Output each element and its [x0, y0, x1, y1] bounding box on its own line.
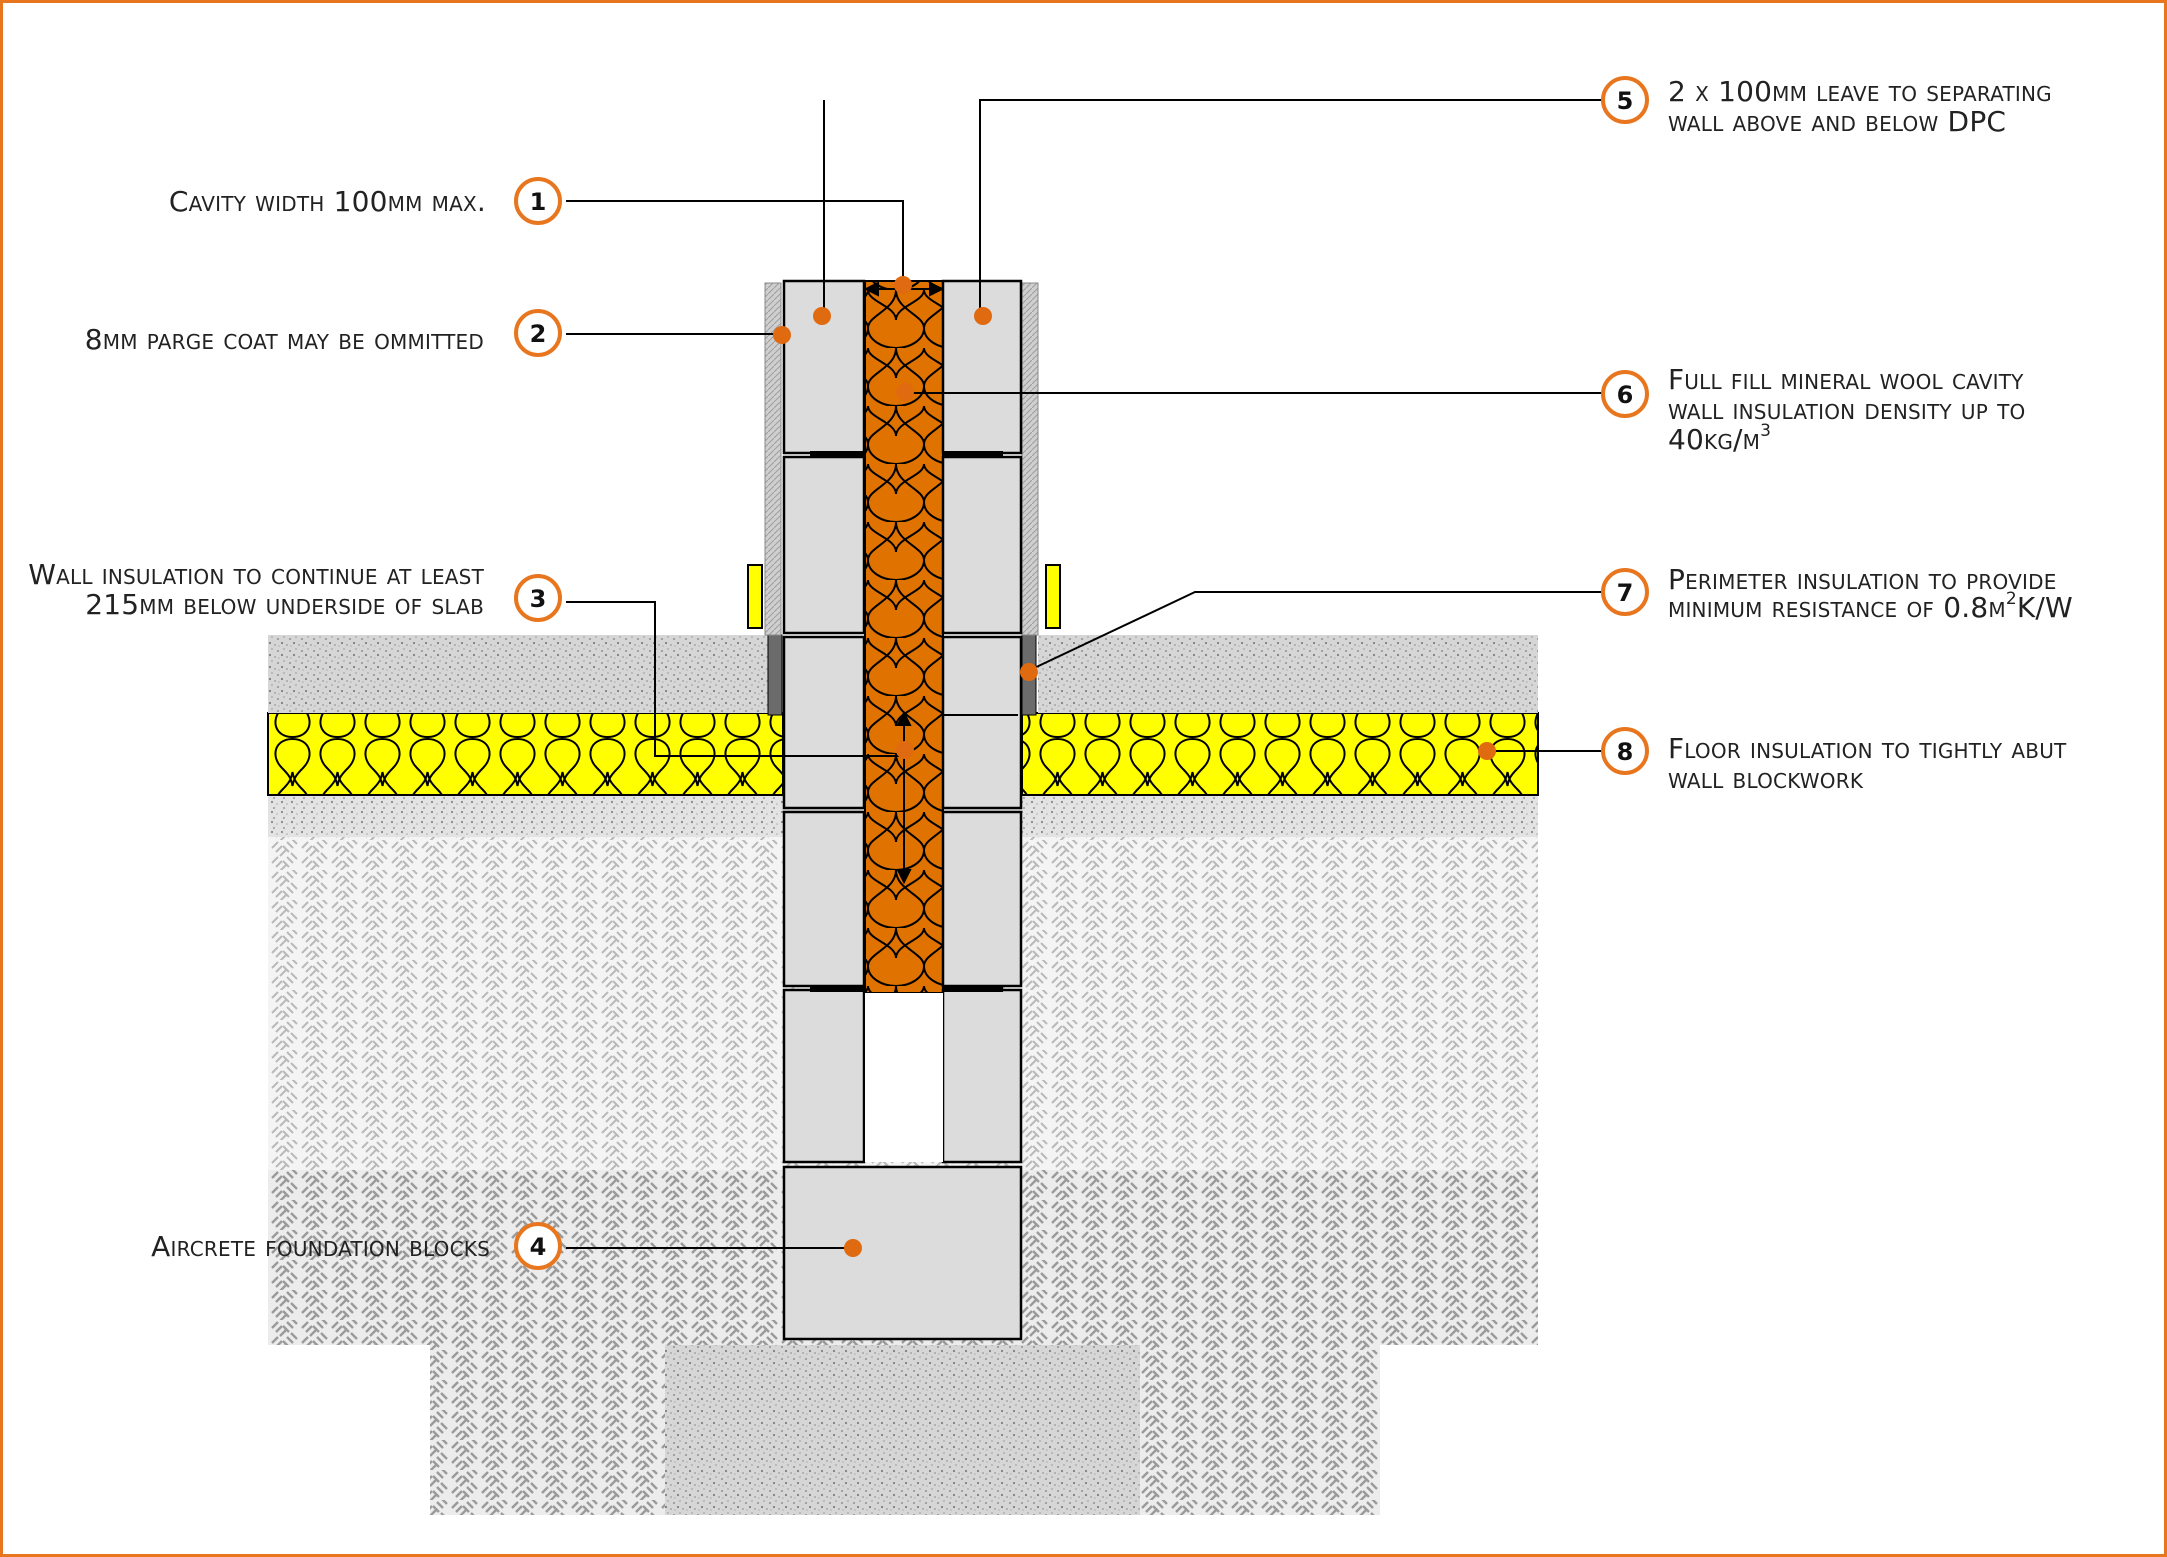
callout-4-marker: 4 — [514, 1222, 562, 1270]
callout-6-label-line2: wall insulation density up to — [1668, 393, 2025, 426]
floor-slab-right — [1038, 635, 1538, 713]
callout-2-label: 8mm parge coat may be ommitted — [85, 323, 484, 356]
leader-lines — [566, 99, 1603, 1249]
callout-5-label-line2: wall above and below DPC — [1668, 105, 2006, 138]
svg-text:2: 2 — [530, 320, 547, 348]
callout-3-marker: 3 — [514, 574, 562, 622]
floor-insulation-right — [1021, 712, 1539, 796]
callout-7-superscript: 2 — [2006, 589, 2017, 609]
svg-text:1: 1 — [530, 188, 547, 216]
callout-3-label-line2: 215mm below underside of slab — [85, 588, 484, 621]
floor-insulation-left — [267, 712, 784, 796]
callout-1-label: Cavity width 100mm max. — [169, 185, 486, 218]
inner-leaf-left — [782, 279, 866, 1164]
callout-6-label-line3: 40kg/m3 — [1668, 421, 1771, 456]
callout-8-label-line2: wall blockwork — [1668, 762, 1864, 795]
inner-leaf-right — [941, 279, 1023, 1164]
open-cavity — [865, 993, 943, 1162]
callout-2-marker: 2 — [514, 309, 562, 357]
aircrete-foundation-block — [782, 1165, 1023, 1341]
callout-3-label-line1: Wall insulation to continue at least — [28, 558, 484, 591]
perimeter-insulation-left — [767, 634, 783, 716]
callout-dots — [773, 276, 1496, 1257]
callout-7-unit: K/W — [2017, 591, 2073, 624]
callout-4-label: Aircrete foundation blocks — [151, 1230, 490, 1263]
floor-slab-left — [268, 635, 768, 713]
callout-5-marker: 5 — [1601, 76, 1649, 124]
svg-text:6: 6 — [1617, 381, 1634, 409]
svg-text:3: 3 — [530, 585, 547, 613]
svg-text:5: 5 — [1617, 87, 1634, 115]
callout-7-label-line1: Perimeter insulation to provide — [1668, 563, 2057, 596]
callout-7-label-line2: minimum resistance of 0.8m2K/W — [1668, 589, 2073, 624]
svg-text:8: 8 — [1617, 738, 1634, 766]
callout-6-marker: 6 — [1601, 370, 1649, 418]
callout-7-marker: 7 — [1601, 568, 1649, 616]
concrete-strip-footing — [665, 1345, 1140, 1515]
callout-6-label-line1: Full fill mineral wool cavity — [1668, 363, 2024, 396]
skirting-right — [1045, 564, 1061, 629]
callout-6-unit: 40kg/m — [1668, 423, 1760, 456]
callout-6-superscript: 3 — [1760, 421, 1771, 441]
parge-coat-left — [764, 282, 782, 636]
skirting-left — [747, 564, 763, 629]
dpc-marks — [810, 451, 1003, 992]
callout-7-value: minimum resistance of 0.8m — [1668, 591, 2006, 624]
parge-coat-right — [1021, 282, 1039, 636]
svg-text:4: 4 — [530, 1233, 547, 1261]
callout-8-marker: 8 — [1601, 727, 1649, 775]
callout-1-marker: 1 — [514, 177, 562, 225]
callout-8-label-line1: Floor insulation to tightly abut — [1668, 732, 2067, 765]
svg-text:7: 7 — [1617, 579, 1634, 607]
callout-5-label-line1: 2 x 100mm leave to separating — [1668, 75, 2052, 108]
